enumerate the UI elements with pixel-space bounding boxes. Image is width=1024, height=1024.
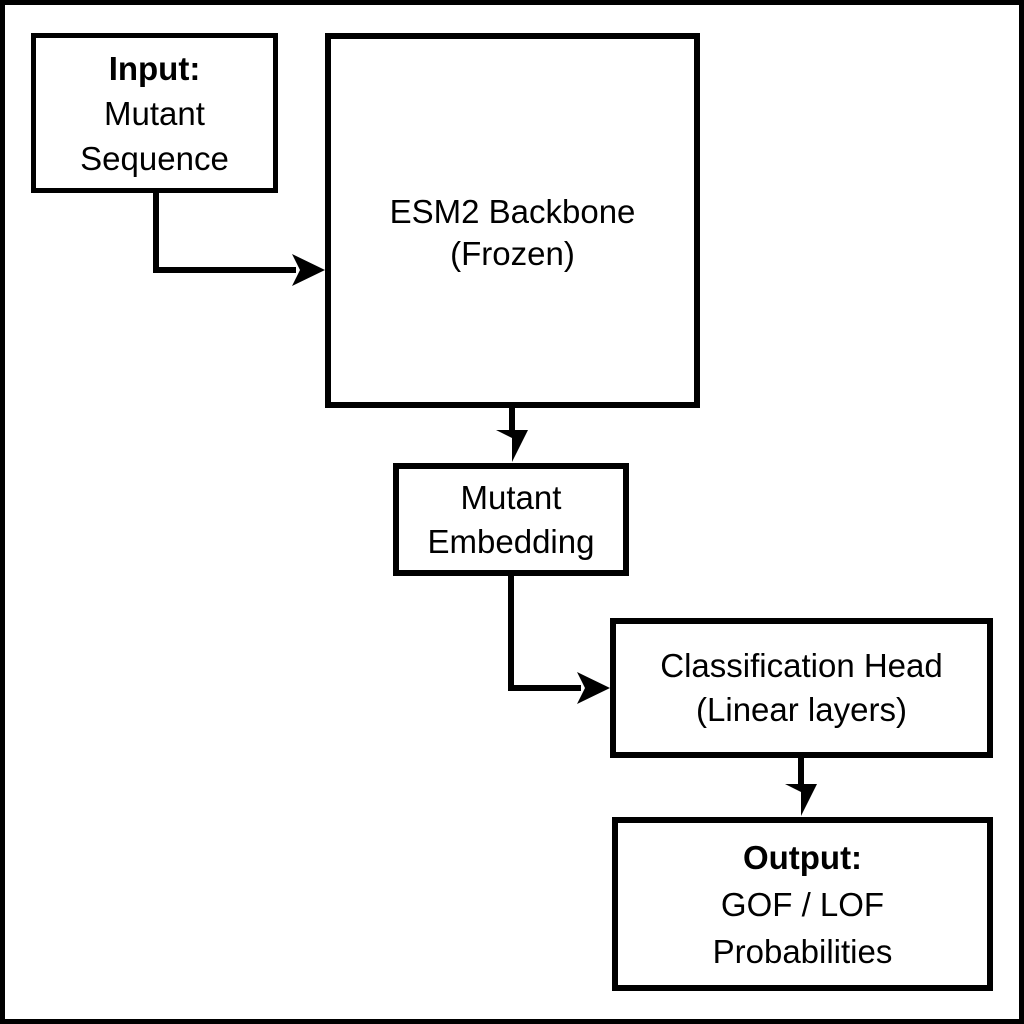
arrow-embedding-to-head	[508, 573, 610, 704]
node-embedding-label-line: Embedding	[427, 522, 595, 560]
node-output-label-line: GOF / LOF	[720, 885, 885, 923]
node-mutant-embedding: Mutant Embedding	[393, 463, 629, 576]
node-embedding-label-line: Mutant	[460, 478, 562, 516]
node-output-label-line: Probabilities	[712, 932, 893, 970]
node-output-label-line: Output:	[742, 838, 863, 876]
node-esm2-backbone: ESM2 Backbone (Frozen)	[325, 33, 700, 408]
node-input-label-line: Mutant	[104, 94, 205, 132]
node-input-mutant-sequence: Input: Mutant Sequence	[31, 33, 278, 193]
node-output-probabilities: Output: GOF / LOF Probabilities	[612, 817, 993, 991]
node-backbone-label-line: (Frozen)	[450, 234, 575, 272]
node-backbone-label-line: ESM2 Backbone	[389, 192, 636, 230]
arrow-head-to-output	[785, 755, 817, 816]
arrow-input-to-backbone	[153, 190, 325, 286]
node-input-label-line: Sequence	[80, 139, 229, 177]
arrow-backbone-to-embedding	[496, 405, 528, 462]
node-classification-head: Classification Head (Linear layers)	[610, 618, 993, 758]
node-head-label-line: (Linear layers)	[696, 691, 907, 728]
node-input-label-line: Input:	[108, 49, 201, 87]
node-head-label-line: Classification Head	[660, 647, 943, 684]
